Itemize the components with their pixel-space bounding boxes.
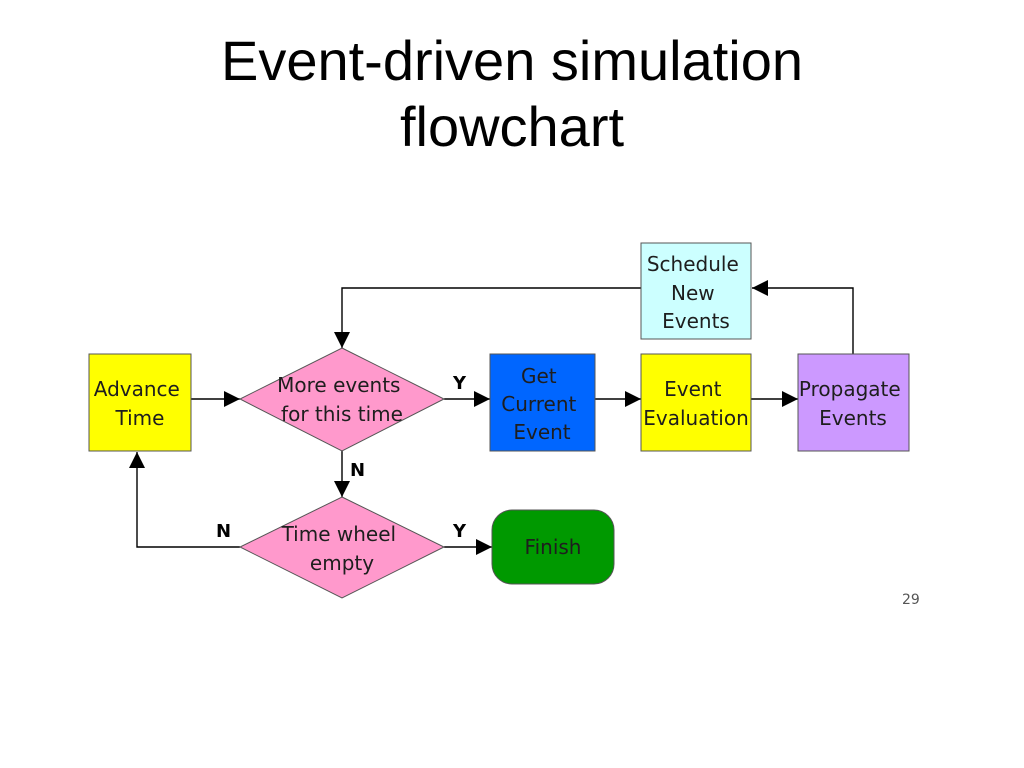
edge-label-time-wheel-yes: Y <box>452 521 467 542</box>
schedule-new-events-box <box>640 242 752 340</box>
propagate-events-label-line-1: Propagate <box>799 377 901 401</box>
svg-text:Advance Time: Advance Time <box>94 377 186 430</box>
node-get-current-event: Get Current Event <box>489 353 596 452</box>
schedule-new-events-label-line-1: Schedule <box>647 252 739 276</box>
connectors <box>129 280 854 555</box>
time-wheel-empty-label-line-1: Time wheel <box>281 522 397 546</box>
event-evaluation-label-line-1: Event <box>664 377 721 401</box>
slide-page-number: 29 <box>902 592 920 608</box>
arrow-propagate-to-schedule <box>752 280 854 354</box>
finish-terminal-shape <box>491 509 615 585</box>
slide-title: Event-driven simulation flowchart <box>0 28 1024 160</box>
svg-text:Time wheel empty: Time wheel empty <box>281 522 403 575</box>
node-schedule-new-events: Schedule New Events <box>640 242 752 340</box>
edge-labels: Y N N Y <box>216 373 467 542</box>
propagate-events-box <box>797 353 910 452</box>
node-finish-terminal: Finish <box>491 509 615 585</box>
event-evaluation-box <box>640 353 752 452</box>
arrow-schedule-to-more-events <box>334 287 641 348</box>
node-event-evaluation: Event Evaluation <box>640 353 752 452</box>
get-current-event-box <box>489 353 596 452</box>
arrow-time-wheel-to-advance-time <box>129 452 240 548</box>
get-current-event-label-line-2: Current <box>501 392 576 416</box>
advance-time-label-line-1: Advance <box>94 377 180 401</box>
node-more-events-decision: More events for this time <box>238 347 446 452</box>
more-events-diamond <box>238 347 446 452</box>
finish-label: Finish <box>525 535 582 559</box>
schedule-new-events-label-line-3: Events <box>662 309 730 333</box>
more-events-label-line-2: for this time <box>281 402 403 426</box>
svg-text:More events for this tim: More events for this time <box>277 373 407 426</box>
slide-title-line-2: flowchart <box>399 95 625 158</box>
svg-text:Schedule New Event: Schedule New Events <box>647 252 745 333</box>
time-wheel-empty-label-line-2: empty <box>310 551 374 575</box>
propagate-events-label-line-2: Events <box>819 406 887 430</box>
node-time-wheel-empty-decision: Time wheel empty <box>238 496 446 599</box>
get-current-event-label-line-1: Get <box>521 364 557 388</box>
get-current-event-label-line-3: Event <box>513 420 570 444</box>
event-evaluation-label-line-2: Evaluation <box>643 406 749 430</box>
edge-label-more-events-yes: Y <box>452 373 467 394</box>
svg-text:Propagate Events: Propagate Events <box>799 377 907 430</box>
advance-time-label-line-2: Time <box>115 406 165 430</box>
slide-title-line-1: Event-driven simulation <box>220 29 804 92</box>
advance-time-box <box>88 353 192 452</box>
time-wheel-empty-diamond <box>238 496 446 599</box>
more-events-label-line-1: More events <box>277 373 400 397</box>
node-propagate-events: Propagate Events <box>797 353 910 452</box>
node-advance-time: Advance Time <box>88 353 192 452</box>
svg-text:Event Evaluation: Event Evaluation <box>643 377 749 430</box>
edge-label-more-events-no: N <box>350 460 365 481</box>
svg-text:Finish: Finish <box>525 535 582 559</box>
edge-label-time-wheel-no: N <box>216 521 231 542</box>
schedule-new-events-label-line-2: New <box>671 281 715 305</box>
svg-text:Get Current Event: Get Current Event <box>501 364 582 444</box>
